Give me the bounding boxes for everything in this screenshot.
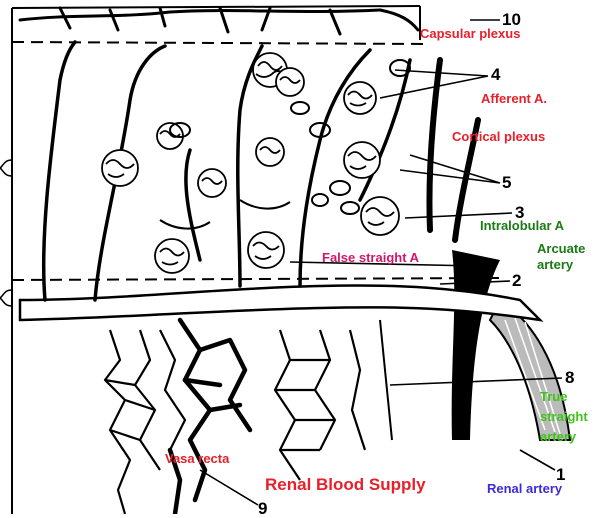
label-renal-artery: Renal artery: [487, 481, 563, 496]
glomerulus: [247, 231, 285, 269]
leader-1: [519, 449, 556, 471]
leader-9: [199, 469, 259, 506]
label-intralobular-artery: Intralobular A: [480, 218, 565, 233]
glomerulus: [360, 196, 400, 236]
label-afferent-artery: Afferent A.: [481, 91, 547, 106]
frame-top: [11, 5, 421, 9]
label-true-straight-line1: True: [540, 389, 568, 404]
interlobular-artery-center: [236, 44, 264, 288]
label-true-straight-line2: straight: [540, 409, 588, 424]
leader-2: [439, 280, 511, 285]
leader-3: [404, 212, 513, 219]
true-straight-artery: [379, 319, 393, 441]
glomerulus: [197, 168, 227, 198]
intralobular-artery: [426, 57, 443, 233]
marker-9: 9: [258, 499, 268, 518]
capsular-vessel: [18, 8, 382, 22]
left-brace: [0, 159, 13, 177]
leader-7: [289, 261, 478, 267]
marker-2: 2: [512, 271, 522, 290]
marker-4: 4: [491, 65, 501, 84]
glomerulus: [343, 81, 377, 115]
glomerulus: [154, 238, 190, 274]
label-capsular-plexus: Capsular plexus: [420, 26, 521, 41]
label-true-straight-line3: artery: [540, 429, 577, 444]
capsule-dashed-line: [11, 41, 431, 45]
label-cortical-plexus: Cortical plexus: [452, 129, 546, 144]
marker-8: 8: [565, 368, 575, 387]
leader-5: [399, 154, 501, 184]
marker-5: 5: [502, 173, 512, 192]
glomerulus: [343, 141, 381, 179]
interlobular-artery-left: [41, 40, 77, 302]
leader-4: [379, 69, 489, 99]
diagram-title: Renal Blood Supply: [265, 475, 426, 494]
glomerulus: [101, 149, 139, 187]
leader-8: [389, 377, 563, 386]
label-arcuate-line1: Arcuate: [537, 241, 586, 256]
glomerulus: [275, 67, 305, 97]
vasa-recta-network: [103, 329, 132, 514]
marker-1: 1: [556, 465, 566, 484]
marker-10: 10: [502, 10, 521, 29]
label-false-straight-artery: False straight A: [322, 250, 420, 265]
label-vasa-recta: Vasa recta: [165, 451, 230, 466]
label-arcuate-line2: artery: [537, 257, 574, 272]
left-brace-lower: [0, 289, 13, 307]
corticomedullary-dashed-line: [11, 277, 501, 281]
arcuate-artery: [18, 284, 544, 322]
marker-7: 7: [480, 256, 490, 275]
glomerulus: [255, 137, 285, 167]
marker-3: 3: [515, 203, 525, 222]
